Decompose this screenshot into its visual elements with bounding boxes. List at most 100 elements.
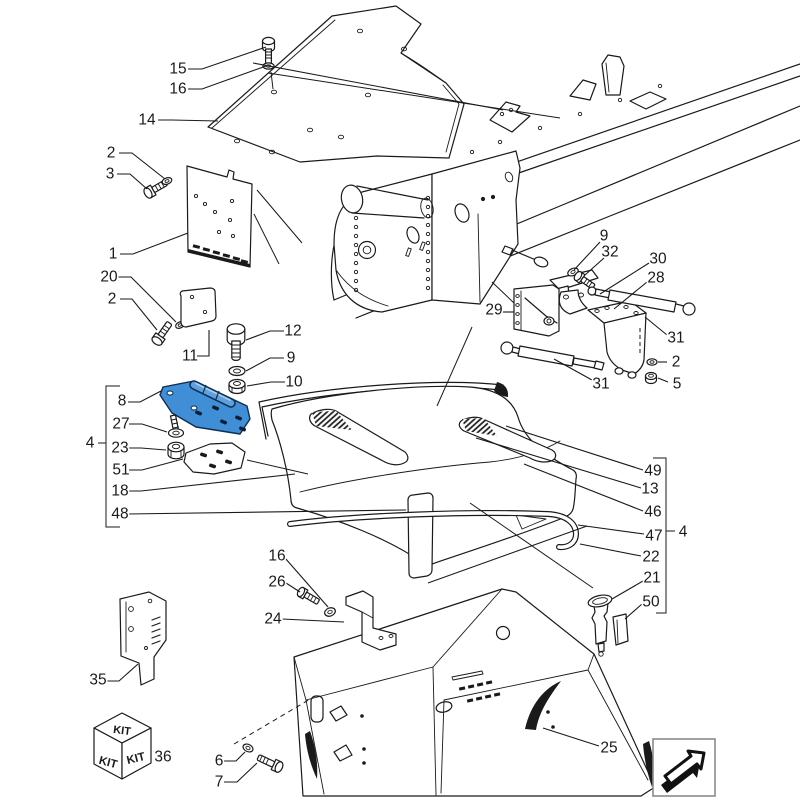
hinge-slots — [195, 405, 247, 432]
plate-slots — [192, 244, 249, 264]
part-number-label: 2 — [108, 291, 117, 308]
part-number-label: 27 — [112, 416, 129, 433]
mounting-plate-1 — [186, 165, 253, 268]
leader-line — [188, 65, 267, 90]
kit-cube-label: KIT — [126, 751, 147, 767]
part-number-label: 7 — [215, 774, 224, 791]
guide-line — [653, 457, 667, 614]
leader-line — [285, 582, 301, 593]
part-number-label: 35 — [89, 672, 106, 689]
leader-line — [613, 281, 648, 310]
part-number-label: 6 — [215, 753, 224, 770]
leader-line — [129, 458, 184, 471]
kit-cube-icon — [93, 712, 152, 780]
leader-line — [246, 381, 285, 387]
part-number-label: 4 — [679, 524, 688, 541]
part-number-label: 4 — [86, 435, 95, 452]
guide-line — [252, 62, 504, 111]
leader-line — [106, 663, 139, 682]
washer-27 — [167, 428, 185, 438]
part-number-label: 48 — [111, 506, 128, 523]
plate-holes — [193, 193, 236, 239]
part-number-label: 9 — [600, 228, 609, 245]
part-number-label: 49 — [644, 463, 661, 480]
leader-line — [120, 232, 189, 255]
link-30 — [558, 289, 588, 315]
plate-51 — [183, 442, 246, 475]
hood-vent-right — [458, 416, 557, 463]
leader-line — [128, 447, 167, 451]
part-number-label: 29 — [485, 302, 502, 319]
gear-lever — [501, 245, 549, 268]
leader-line — [644, 316, 668, 336]
part-number-label: 22 — [642, 549, 659, 566]
nav-arrow-icon — [652, 738, 716, 797]
gas-strut-upper-31 — [587, 286, 696, 316]
leader-line — [245, 330, 284, 341]
leader-line — [577, 524, 645, 535]
leader-line — [584, 257, 605, 276]
box-shading-swoosh — [305, 681, 654, 787]
bracket-28 — [587, 300, 647, 379]
leader-line — [197, 330, 210, 357]
part-number-label: 2 — [672, 354, 681, 371]
guide-line — [246, 459, 309, 475]
part-number-label: 30 — [649, 251, 667, 268]
rail-bracket-left — [489, 101, 531, 133]
part-number-label: 16 — [268, 548, 285, 565]
leader-line — [224, 751, 246, 762]
nut-10 — [228, 378, 246, 395]
hood-seal-strip-47-22 — [287, 510, 580, 551]
part-number-label: 20 — [100, 269, 118, 286]
part-number-label: 32 — [601, 244, 618, 261]
nut-23 — [167, 441, 185, 460]
guide-line — [427, 525, 588, 584]
hood-panel-13 — [270, 385, 577, 579]
leader-line — [245, 357, 284, 372]
part-number-label: 47 — [645, 528, 662, 545]
hood-vent-left — [309, 408, 409, 466]
kit-cube-label: KIT — [112, 724, 131, 738]
plate-35-coil-marks — [151, 616, 161, 645]
part-number-label: 24 — [264, 611, 282, 628]
part-number-label: 31 — [592, 376, 609, 393]
leader-line — [505, 425, 644, 471]
bolt-26 — [296, 586, 320, 605]
part-number-label: 46 — [644, 504, 661, 521]
part-number-label: 3 — [106, 166, 115, 183]
leader-line — [599, 262, 650, 295]
leader-line — [128, 473, 296, 492]
rail-plate-right — [629, 91, 667, 110]
latch-21 — [587, 594, 613, 657]
bracket-24 — [345, 590, 397, 651]
leader-line — [188, 46, 267, 70]
part-number-label: 8 — [118, 393, 127, 410]
box-slot-rows — [458, 680, 501, 703]
leader-line — [120, 298, 158, 331]
part-number-label: 13 — [641, 481, 658, 498]
guide-line — [233, 697, 313, 745]
hood-vent-small — [515, 514, 547, 530]
leader-line — [657, 377, 669, 383]
guide-line — [267, 72, 561, 119]
part-number-label: 18 — [111, 483, 128, 500]
leader-line — [127, 509, 407, 515]
part-number-label: 16 — [169, 81, 186, 98]
leader-line — [284, 557, 329, 608]
part-number-label: 50 — [642, 594, 660, 611]
leader-line — [117, 173, 148, 190]
part-number-label: 31 — [667, 330, 684, 347]
leader-line — [611, 580, 644, 600]
leader-line — [158, 119, 219, 122]
part-number-label: 36 — [154, 749, 171, 766]
leader-line — [224, 762, 258, 783]
bolt-15 — [261, 36, 276, 65]
washer-6 — [242, 743, 254, 753]
washer-9-left — [228, 365, 246, 377]
chassis-frame — [330, 54, 800, 319]
part-number-label: 15 — [169, 61, 186, 78]
mat-holes — [233, 28, 408, 155]
part-number-label: 5 — [673, 376, 682, 393]
leader-line — [542, 727, 600, 747]
